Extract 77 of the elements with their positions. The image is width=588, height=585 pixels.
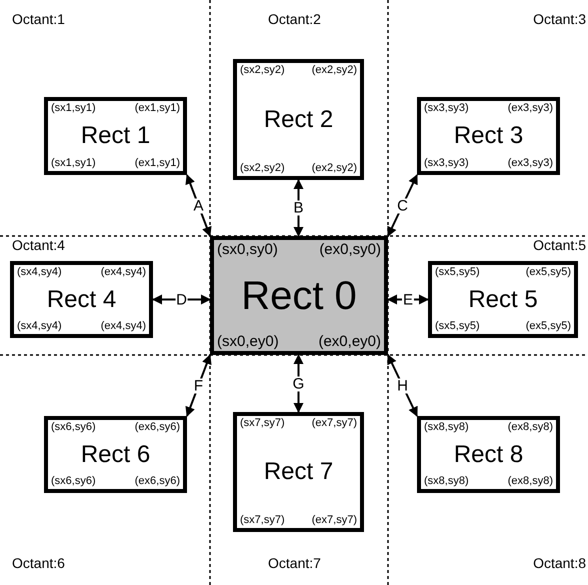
corner-coordinate: (sx8,sy8): [424, 476, 469, 487]
corner-coordinate: (ex2,sy2): [312, 65, 357, 76]
octant-label: Octant:7: [268, 556, 321, 570]
arrow: [294, 354, 304, 413]
rectangle-box: [233, 59, 364, 180]
rect-name: Rect 0: [241, 276, 357, 316]
corner-coordinate: (ex8,sy8): [508, 476, 553, 487]
rect-name: Rect 6: [80, 442, 150, 466]
arrow: [294, 179, 304, 237]
corner-coordinate: (ex4,sy4): [100, 321, 146, 332]
edge-label: B: [292, 200, 304, 216]
corner-coordinate: (ex0,ey0): [318, 334, 381, 349]
corner-coordinate: (sx5,sy5): [435, 267, 480, 278]
corner-coordinate: (ex8,sy8): [508, 422, 553, 433]
rectangle-box: [210, 236, 388, 355]
corner-coordinate: (ex4,sy4): [100, 267, 146, 278]
corner-coordinate: (sx0,ey0): [217, 334, 279, 349]
corner-coordinate: (sx6,sy6): [51, 476, 96, 487]
arrow: [152, 294, 211, 304]
corner-coordinate: (sx5,sy5): [435, 321, 480, 332]
corner-coordinate: (ex3,sy3): [508, 103, 553, 114]
rectangle-box: [44, 97, 187, 175]
corner-coordinate: (sx1,sy1): [51, 158, 96, 169]
edge-label: G: [292, 376, 306, 391]
corner-coordinate: (ex6,sy6): [134, 422, 180, 433]
octant-label: Octant:6: [12, 556, 65, 570]
edge-label: A: [192, 198, 204, 213]
rectangle-box: [10, 261, 153, 338]
rectangle-box: [233, 412, 364, 532]
arrow: [186, 174, 212, 237]
corner-coordinate: (sx3,sy3): [424, 103, 469, 114]
octant-label: Octant:4: [12, 238, 65, 252]
rect-name: Rect 1: [80, 124, 150, 148]
rectangle-box: [417, 416, 560, 493]
corner-coordinate: (sx2,sy2): [240, 163, 285, 174]
corner-coordinate: (sx4,sy4): [17, 321, 62, 332]
rect-name: Rect 2: [264, 108, 334, 132]
corner-coordinate: (ex7,sy7): [312, 515, 357, 526]
rectangle-box: [428, 261, 578, 338]
arrow: [387, 354, 418, 417]
corner-coordinate: (sx8,sy8): [424, 422, 469, 433]
corner-coordinate: (sx3,sy3): [424, 158, 469, 169]
edge-label: F: [192, 378, 204, 393]
corner-coordinate: (sx1,sy1): [51, 103, 96, 114]
corner-coordinate: (sx7,sy7): [240, 515, 285, 526]
edge-label: D: [175, 292, 188, 307]
rect-name: Rect 5: [468, 288, 538, 312]
rectangle-box: [417, 97, 560, 175]
corner-coordinate: (ex5,sy5): [526, 321, 571, 332]
octant-label: Octant:3: [533, 12, 586, 26]
corner-coordinate: (ex5,sy5): [526, 267, 571, 278]
corner-coordinate: (sx7,sy7): [240, 418, 285, 429]
octant-label: Octant:2: [268, 12, 321, 26]
corner-coordinate: (ex1,sy1): [134, 158, 180, 169]
corner-coordinate: (ex0,sy0): [319, 242, 381, 257]
rect-name: Rect 7: [264, 460, 334, 484]
octant-label: Octant:8: [533, 556, 586, 570]
corner-coordinate: (ex3,sy3): [508, 158, 553, 169]
edge-label: E: [402, 292, 414, 307]
rect-name: Rect 3: [454, 124, 524, 148]
corner-coordinate: (ex6,sy6): [134, 476, 180, 487]
corner-coordinate: (ex1,sy1): [134, 103, 180, 114]
corner-coordinate: (ex7,sy7): [312, 418, 357, 429]
rect-name: Rect 8: [454, 442, 524, 466]
rectangle-box: [44, 416, 187, 493]
corner-coordinate: (sx2,sy2): [240, 65, 285, 76]
corner-coordinate: (ex2,sy2): [312, 163, 357, 174]
corner-coordinate: (sx0,sy0): [217, 242, 278, 257]
octant-label: Octant:5: [533, 238, 586, 252]
rect-name: Rect 4: [46, 288, 116, 312]
arrow: [387, 174, 418, 237]
corner-coordinate: (sx6,sy6): [51, 422, 96, 433]
edge-label: H: [396, 378, 409, 393]
arrow: [186, 354, 212, 417]
edge-label: C: [396, 198, 409, 213]
corner-coordinate: (sx4,sy4): [17, 267, 62, 278]
octant-label: Octant:1: [12, 12, 65, 26]
